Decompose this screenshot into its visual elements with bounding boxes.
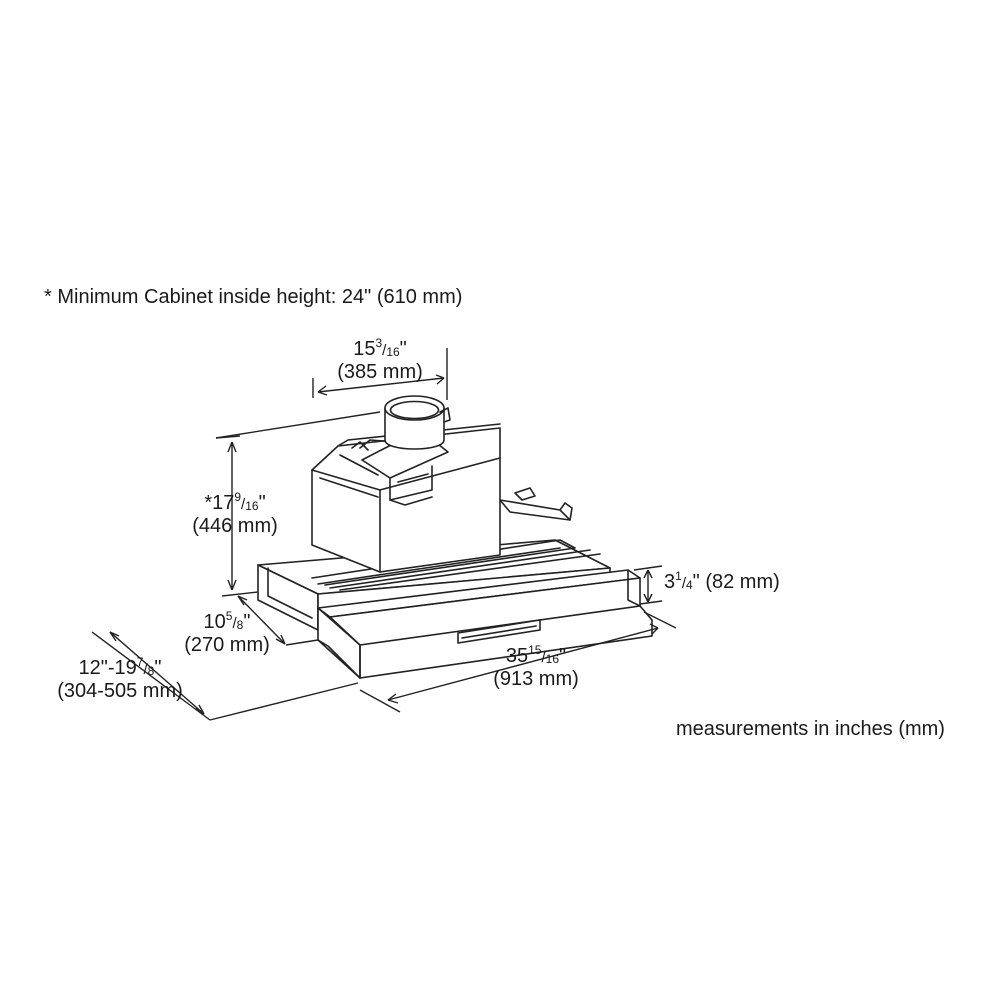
- dim-duct-width-suffix: ": [399, 338, 407, 360]
- dim-height-num: 9: [234, 490, 242, 504]
- dim-height: *179/16" (446 mm): [192, 490, 278, 537]
- dim-extension-den: 8: [147, 664, 155, 678]
- dim-extension-suffix: ": [154, 657, 162, 679]
- dim-trim-depth-suffix: ": [692, 571, 700, 593]
- dim-trim-depth-whole: 3: [664, 571, 676, 593]
- dim-width-whole: 35: [505, 645, 529, 667]
- dim-trim-depth-den: 4: [685, 578, 693, 592]
- dim-body-depth-den: 8: [236, 618, 244, 632]
- dim-duct-width-den: 16: [386, 345, 400, 359]
- dim-height-suffix: ": [258, 492, 266, 514]
- motor-housing: [311, 423, 501, 573]
- dim-duct-width: 153/16" (385 mm): [337, 336, 423, 383]
- dimension-lines: [91, 348, 677, 721]
- units-note: measurements in inches (mm): [676, 718, 945, 740]
- dim-body-depth-whole: 10: [203, 611, 226, 633]
- dim-height-metric: (446 mm): [192, 515, 278, 537]
- dim-trim-depth-num: 1: [675, 569, 682, 583]
- dim-trim-depth: 31/4" (82 mm): [664, 569, 780, 593]
- control-strip: [457, 619, 541, 644]
- dim-extension-prefix: 12"-19: [78, 657, 137, 679]
- duct-collar: [384, 395, 451, 450]
- side-rails: [311, 487, 601, 591]
- cabinet-height-note: * Minimum Cabinet inside height: 24" (61…: [44, 286, 463, 308]
- dim-height-den: 16: [245, 499, 259, 513]
- front-trim-panel: [317, 569, 653, 679]
- dim-extension-num: 7: [136, 655, 144, 669]
- dim-duct-width-num: 3: [375, 336, 383, 350]
- dim-extension: 12"-197/8" (304-505 mm): [57, 655, 183, 702]
- dim-width-suffix: ": [559, 645, 567, 667]
- dim-width-num: 15: [528, 643, 542, 657]
- dim-width-metric: (913 mm): [493, 668, 579, 690]
- dim-width: 3515/16" (913 mm): [493, 643, 579, 690]
- dim-duct-width-whole: 15: [353, 338, 376, 360]
- dim-width-den: 16: [545, 652, 560, 666]
- dim-extension-metric: (304-505 mm): [57, 680, 183, 702]
- dim-height-whole: *17: [204, 492, 235, 514]
- dim-body-depth: 105/8" (270 mm): [184, 609, 270, 656]
- dim-body-depth-suffix: ": [243, 611, 251, 633]
- dim-trim-depth-metric: (82 mm): [705, 571, 780, 593]
- dim-body-depth-num: 5: [225, 609, 233, 623]
- dim-body-depth-metric: (270 mm): [184, 634, 270, 656]
- dim-duct-width-metric: (385 mm): [337, 361, 423, 383]
